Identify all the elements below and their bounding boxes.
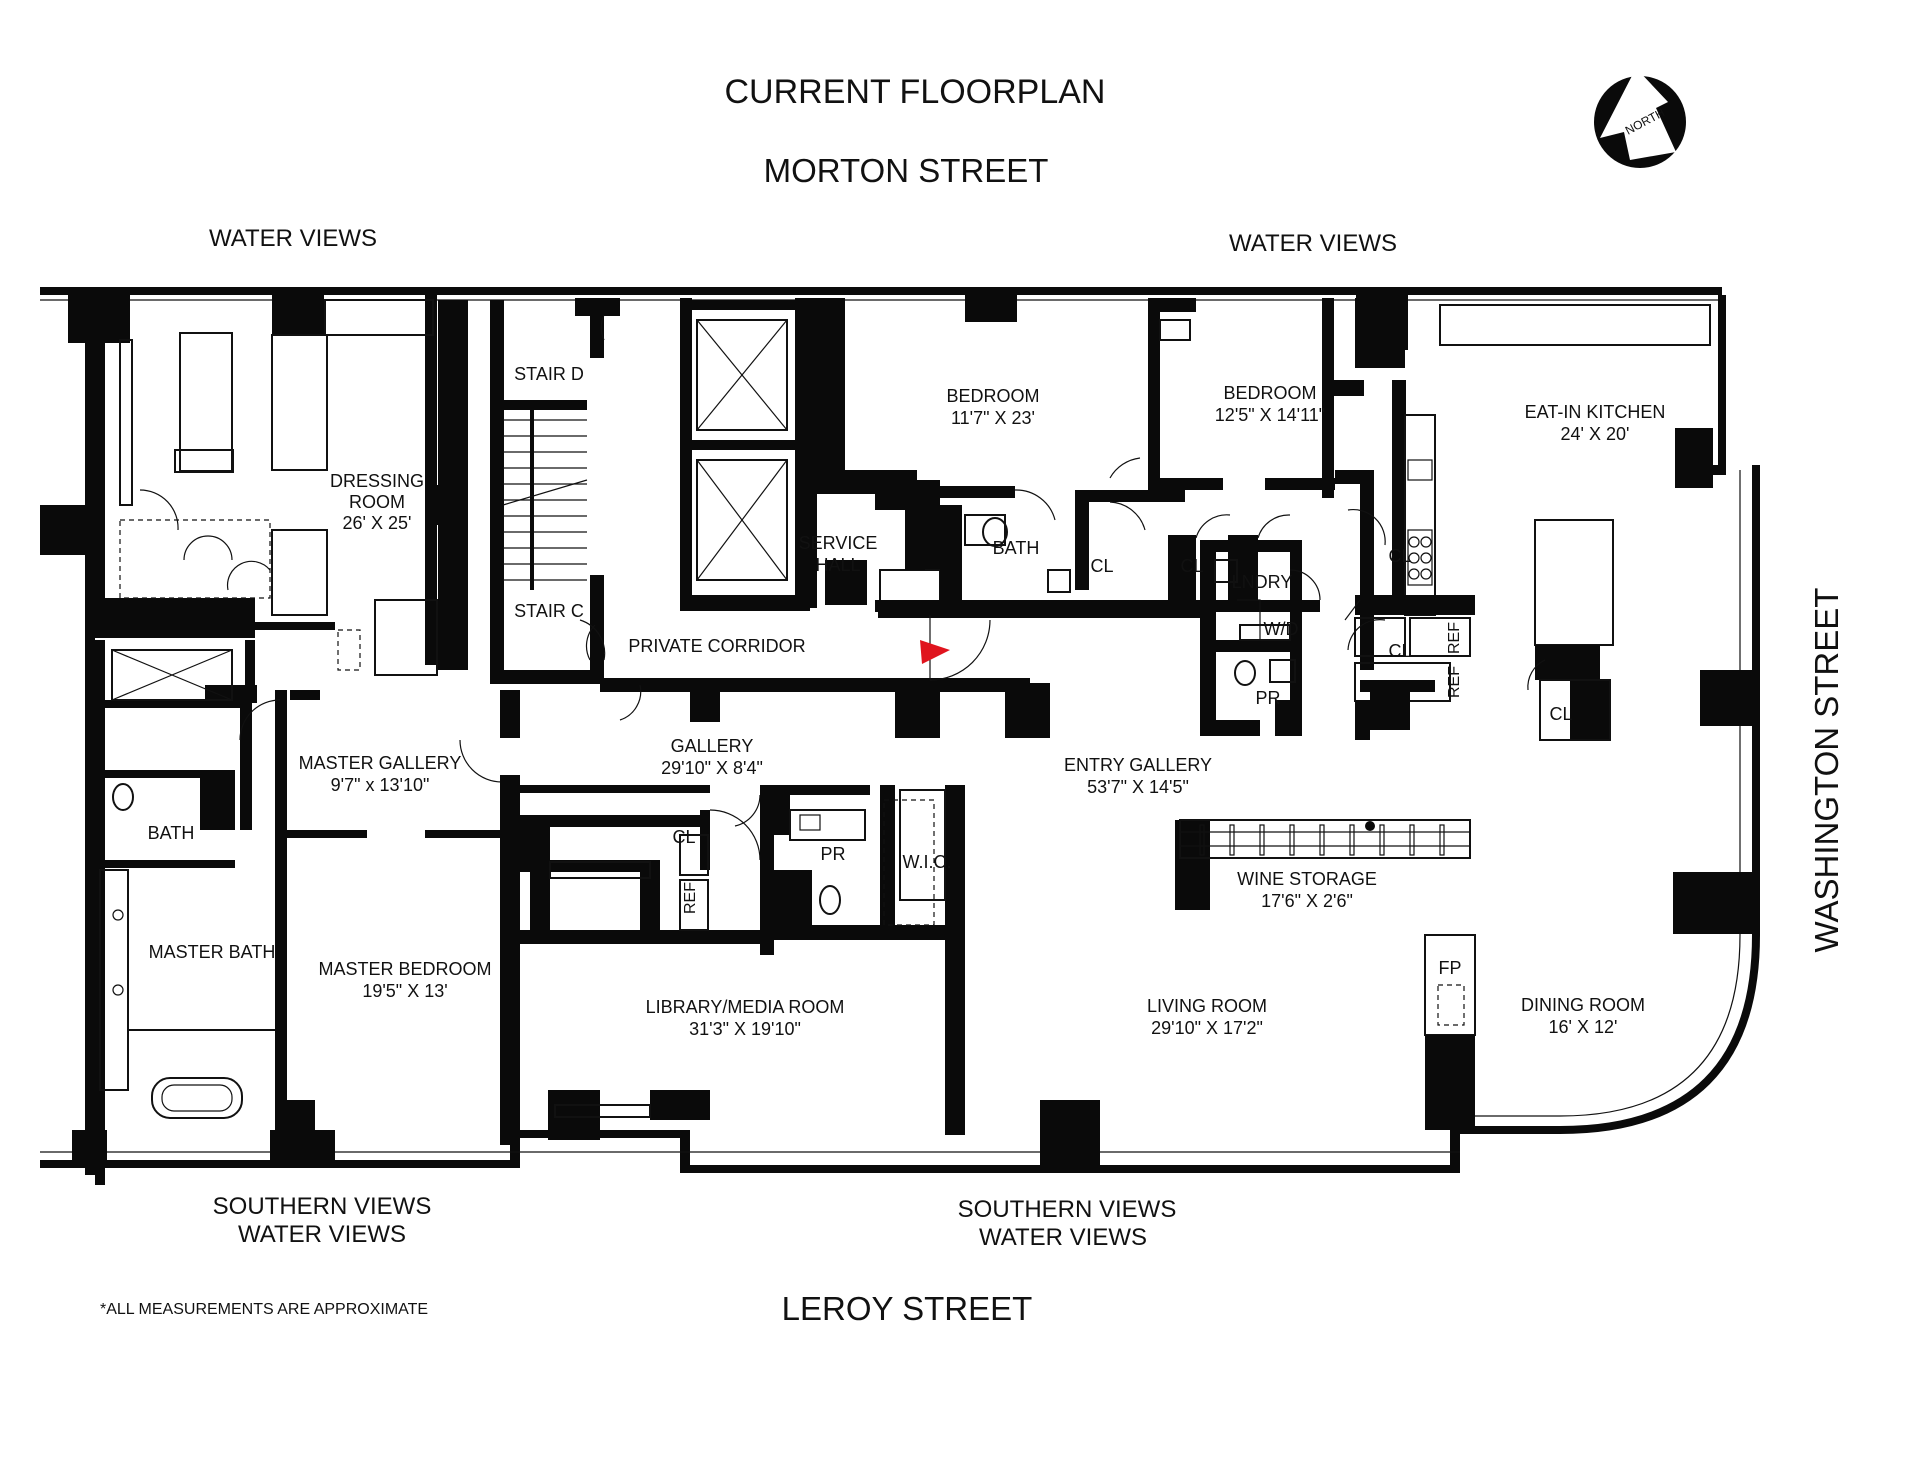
plan-title: CURRENT FLOORPLAN [725,73,1106,111]
label-dining-room: DINING ROOM [1521,995,1645,1015]
label-bath-master-small: BATH [148,823,195,843]
west-wing-walls [95,293,500,1185]
label-wd: W/D [1264,619,1299,639]
label-master-bath: MASTER BATH [149,942,276,962]
label-library-dims: 31'3" X 19'10" [689,1019,801,1039]
room-labels: DRESSING ROOM 26' X 25' STAIR D STAIR C … [148,364,1666,1039]
wine-storage [1175,819,1471,910]
label-service-hall-1: SERVICE [799,533,878,553]
entry-arrow-icon [920,640,950,664]
label-private-corridor: PRIVATE CORRIDOR [628,636,805,656]
label-master-gallery-dims: 9'7" x 13'10" [331,775,430,795]
label-bedroom-2: BEDROOM [1223,383,1316,403]
label-cl-3: CL [1388,546,1411,566]
label-cl-kitchen: CL [1549,704,1572,724]
label-library: LIBRARY/MEDIA ROOM [646,997,845,1017]
label-bedroom-1: BEDROOM [946,386,1039,406]
label-bedroom-2-dims: 12'5" X 14'11" [1215,405,1325,425]
label-wine-storage-dims: 17'6" X 2'6" [1261,891,1353,911]
label-dressing-room-dims: 26' X 25' [343,513,412,533]
view-label-south-right-2: WATER VIEWS [979,1224,1147,1251]
label-wic: W.I.C. [903,852,952,872]
label-cl-gallery: CL [672,827,695,847]
label-gallery-dims: 29'10" X 8'4" [661,758,763,778]
label-kitchen-dims: 24' X 20' [1561,424,1630,444]
view-label-north-right: WATER VIEWS [1229,230,1397,257]
view-label-south-left-2: WATER VIEWS [238,1221,406,1248]
label-living-room: LIVING ROOM [1147,996,1267,1016]
label-cl-2: CL [1180,556,1203,576]
street-south: LEROY STREET [782,1290,1033,1327]
view-label-north-left: WATER VIEWS [209,225,377,252]
label-master-bedroom: MASTER BEDROOM [318,959,491,979]
footnote: *ALL MEASUREMENTS ARE APPROXIMATE [100,1301,428,1318]
label-entry-gallery: ENTRY GALLERY [1064,755,1212,775]
label-ref-3: REF [682,882,699,914]
fireplace [1424,934,1476,1130]
label-lndry: LNDRY [1232,572,1293,592]
stairs-core [490,298,962,684]
label-pr-east: PR [1255,688,1280,708]
dressing-room-fixtures [99,299,503,1119]
label-dining-room-dims: 16' X 12' [1549,1017,1618,1037]
label-ref-1: REF [1446,622,1463,654]
north-bedroom-walls [817,298,1335,612]
view-label-south-right-1: SOUTHERN VIEWS [958,1196,1177,1223]
kitchen-walls [1330,298,1711,741]
label-dressing-room-1: DRESSING [330,471,424,491]
label-master-bedroom-dims: 19'5" X 13' [362,981,447,1001]
label-bath-north: BATH [993,538,1040,558]
label-service-hall-2: HALL [815,555,860,575]
label-wine-storage: WINE STORAGE [1237,869,1377,889]
label-stair-d: STAIR D [514,364,584,384]
label-cl-1: CL [1090,556,1113,576]
north-arrow-icon: NORTH [1594,68,1686,168]
label-kitchen: EAT-IN KITCHEN [1525,402,1666,422]
label-pr-center: PR [820,844,845,864]
label-bedroom-1-dims: 11'7" X 23' [951,408,1035,428]
laundry-pr-walls [1200,540,1321,736]
label-living-room-dims: 29'10" X 17'2" [1151,1018,1263,1038]
label-ref-2: REF [1446,666,1463,698]
label-entry-gallery-dims: 53'7" X 14'5" [1087,777,1189,797]
label-dressing-room-2: ROOM [349,492,405,512]
label-stair-c: STAIR C [514,601,584,621]
label-master-gallery: MASTER GALLERY [299,753,462,773]
label-cl-4: CL [1388,641,1411,661]
view-label-south-left-1: SOUTHERN VIEWS [213,1193,432,1220]
street-east: WASHINGTON STREET [1808,588,1845,953]
label-fp: FP [1438,958,1461,978]
stair-treads [502,419,588,581]
street-north: MORTON STREET [764,152,1049,189]
library-walls [500,775,1100,1170]
label-gallery: GALLERY [671,736,754,756]
